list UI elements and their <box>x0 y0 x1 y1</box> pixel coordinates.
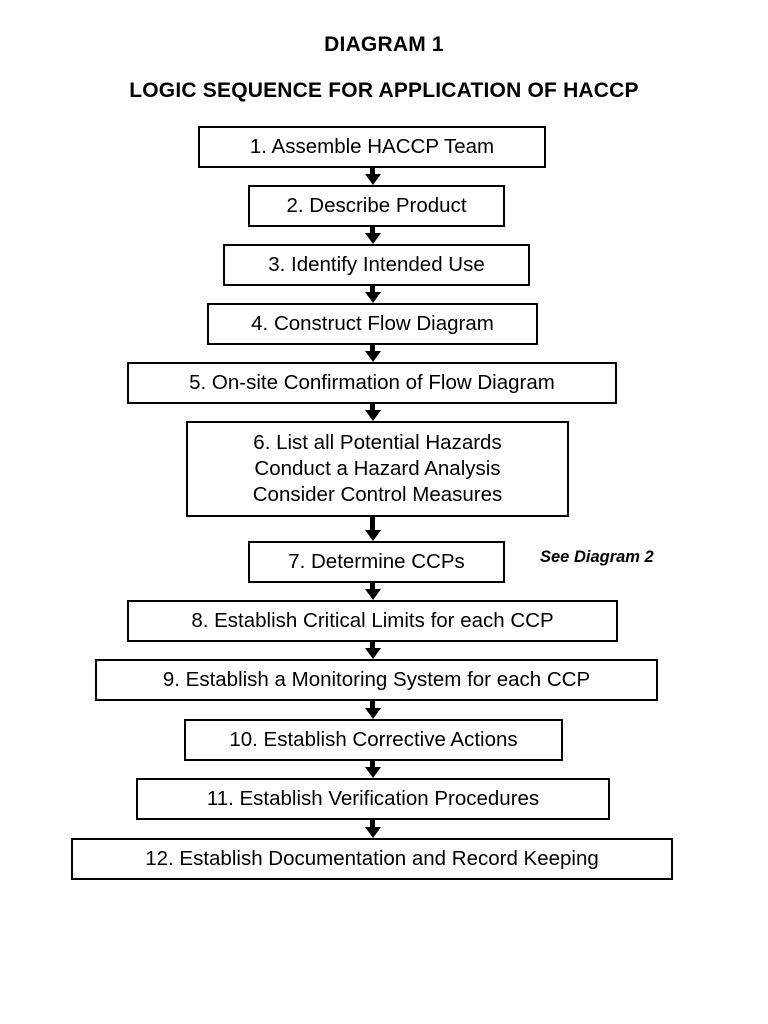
flow-arrow-9-to-10 <box>364 701 381 719</box>
flowchart-step-2: 2. Describe Product <box>248 185 505 227</box>
arrow-head-icon <box>364 767 381 778</box>
flow-arrow-6-to-7 <box>364 517 381 541</box>
flow-arrow-10-to-11 <box>364 761 381 778</box>
flowchart-step-10: 10. Establish Corrective Actions <box>184 719 563 761</box>
arrow-shaft <box>370 761 375 767</box>
flowchart-step-12: 12. Establish Documentation and Record K… <box>71 838 673 880</box>
step-11-text-line-1: 11. Establish Verification Procedures <box>206 787 540 810</box>
flow-arrow-2-to-3 <box>364 227 381 244</box>
arrow-shaft <box>370 227 375 233</box>
flowchart-step-1: 1. Assemble HACCP Team <box>198 126 546 168</box>
arrow-shaft <box>370 820 375 827</box>
arrow-shaft <box>370 701 375 708</box>
arrow-head-icon <box>364 174 381 185</box>
flow-arrow-11-to-12 <box>364 820 381 838</box>
arrow-shaft <box>370 517 375 530</box>
step-7-text-line-1: 7. Determine CCPs <box>288 550 465 573</box>
step-5-text-line-1: 5. On-site Confirmation of Flow Diagram <box>189 371 555 394</box>
step-10-text-line-1: 10. Establish Corrective Actions <box>229 728 518 751</box>
flow-arrow-4-to-5 <box>364 345 381 362</box>
flowchart-step-9: 9. Establish a Monitoring System for eac… <box>95 659 658 701</box>
step-8-text-line-1: 8. Establish Critical Limits for each CC… <box>191 609 554 632</box>
step-6-text-line-1: 6. List all Potential Hazards <box>253 431 502 454</box>
step-6-text-line-3: Consider Control Measures <box>252 483 503 506</box>
flow-arrow-7-to-8 <box>364 583 381 600</box>
diagram-title-primary: DIAGRAM 1 <box>324 33 444 56</box>
arrow-shaft <box>370 404 375 410</box>
arrow-head-icon <box>364 233 381 244</box>
arrow-head-icon <box>364 351 381 362</box>
arrow-head-icon <box>364 292 381 303</box>
arrow-head-icon <box>364 530 381 541</box>
arrow-head-icon <box>364 827 381 838</box>
step-2-text-line-1: 2. Describe Product <box>286 194 467 217</box>
arrow-head-icon <box>364 648 381 659</box>
arrow-head-icon <box>364 589 381 600</box>
arrow-shaft <box>370 286 375 292</box>
step-9-text-line-1: 9. Establish a Monitoring System for eac… <box>162 668 591 691</box>
flowchart-step-3: 3. Identify Intended Use <box>223 244 530 286</box>
see-diagram-2-annotation: See Diagram 2 <box>540 548 654 566</box>
flow-arrow-8-to-9 <box>364 642 381 659</box>
flow-arrow-3-to-4 <box>364 286 381 303</box>
step-6-text-line-2: Conduct a Hazard Analysis <box>254 457 501 480</box>
arrow-shaft <box>370 583 375 589</box>
flowchart-step-5: 5. On-site Confirmation of Flow Diagram <box>127 362 617 404</box>
arrow-head-icon <box>364 708 381 719</box>
arrow-shaft <box>370 345 375 351</box>
diagram-title-secondary: LOGIC SEQUENCE FOR APPLICATION OF HACCP <box>129 79 639 102</box>
step-1-text-line-1: 1. Assemble HACCP Team <box>249 135 495 158</box>
flowchart-step-7: 7. Determine CCPs <box>248 541 505 583</box>
arrow-shaft <box>370 168 375 174</box>
step-12-text-line-1: 12. Establish Documentation and Record K… <box>145 847 599 870</box>
step-4-text-line-1: 4. Construct Flow Diagram <box>251 312 494 335</box>
flowchart-step-11: 11. Establish Verification Procedures <box>136 778 610 820</box>
flow-arrow-5-to-6 <box>364 404 381 421</box>
flow-arrow-1-to-2 <box>364 168 381 185</box>
flowchart-step-4: 4. Construct Flow Diagram <box>207 303 538 345</box>
arrow-shaft <box>370 642 375 648</box>
step-3-text-line-1: 3. Identify Intended Use <box>268 253 485 276</box>
arrow-head-icon <box>364 410 381 421</box>
flowchart-step-8: 8. Establish Critical Limits for each CC… <box>127 600 618 642</box>
